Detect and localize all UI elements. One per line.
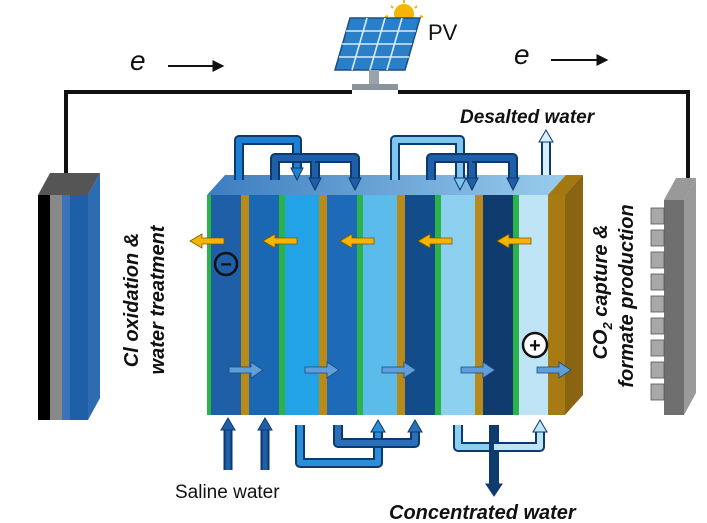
pv-label: PV — [428, 20, 458, 45]
electron-right-label: e — [514, 39, 530, 70]
negative-electrode-sign: − — [213, 251, 239, 277]
electrodialysis-stack — [207, 175, 583, 415]
electron-left-label: e — [130, 45, 146, 76]
left-process-line2: water treatment — [147, 224, 169, 374]
left-process-label: Cl oxidation & water treatment — [121, 224, 169, 374]
right-process-label: CO2 capture & formate production — [590, 204, 638, 387]
right-process-line2: formate production — [616, 204, 638, 387]
left-electrode — [38, 173, 100, 420]
desalted-water-label: Desalted water — [460, 107, 596, 128]
external-circuit-wire — [64, 90, 690, 190]
left-process-line1: Cl oxidation & — [121, 233, 143, 367]
right-process-line1: CO2 capture & — [590, 224, 615, 359]
plus-sign: + — [529, 335, 541, 357]
stack-compartments — [207, 195, 565, 415]
cation-migration-arrows — [228, 361, 572, 379]
saline-water-label: Saline water — [175, 482, 280, 503]
ion-migration-arrows — [189, 233, 532, 249]
top-flow-arrowheads — [290, 129, 554, 192]
minus-sign: − — [220, 254, 232, 276]
right-electrode — [650, 178, 696, 415]
pv-panel-icon — [334, 0, 424, 90]
top-flow-loops — [234, 135, 551, 180]
concentrated-water-label: Concentrated water — [389, 502, 577, 523]
bottom-flow-arrowheads — [220, 417, 548, 497]
bottom-flow-loops — [223, 425, 545, 484]
positive-electrode-sign: + — [521, 331, 549, 359]
